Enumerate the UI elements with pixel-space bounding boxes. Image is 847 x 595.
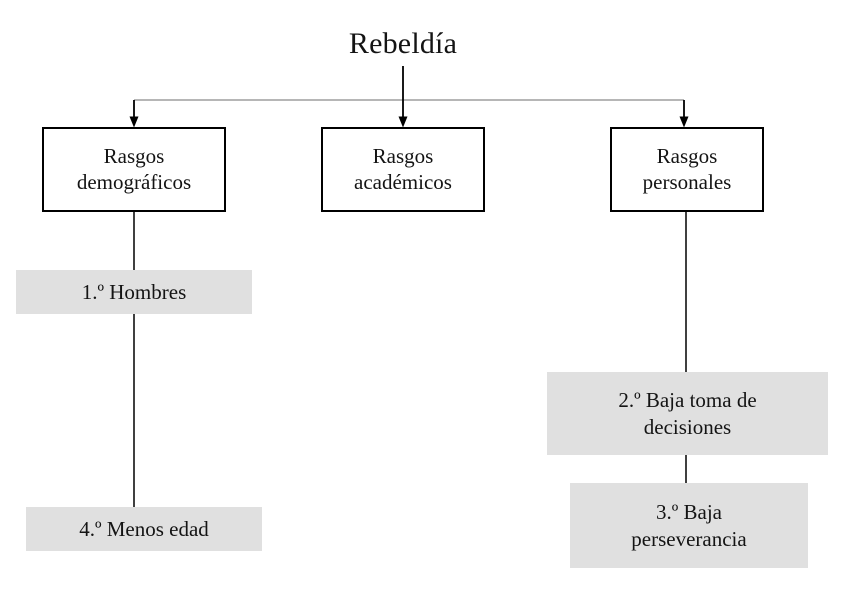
- category-box-demograficos[interactable]: Rasgos demográficos: [42, 127, 226, 212]
- root-node-label: Rebeldía: [348, 26, 458, 60]
- rank-node-menos-edad[interactable]: 4.º Menos edad: [26, 507, 262, 551]
- category-box-academicos[interactable]: Rasgos académicos: [321, 127, 485, 212]
- root-node-rebeldia: Rebeldía: [338, 22, 468, 64]
- category-box-personales[interactable]: Rasgos personales: [610, 127, 764, 212]
- rank-node-menos-edad-label: 4.º Menos edad: [79, 516, 209, 541]
- rank-node-hombres-label: 1.º Hombres: [81, 279, 187, 304]
- rank-node-hombres[interactable]: 1.º Hombres: [16, 270, 252, 314]
- category-box-personales-label: Rasgos personales: [642, 143, 732, 194]
- rank-node-baja-toma-decisiones[interactable]: 2.º Baja toma de decisiones: [547, 372, 828, 455]
- category-box-academicos-label: Rasgos académicos: [354, 143, 452, 194]
- rank-node-baja-perseverancia[interactable]: 3.º Baja perseverancia: [570, 483, 808, 568]
- rank-node-baja-perseverancia-label: 3.º Baja perseverancia: [631, 500, 747, 551]
- category-box-demograficos-label: Rasgos demográficos: [76, 143, 192, 194]
- rank-node-baja-toma-decisiones-label: 2.º Baja toma de decisiones: [618, 388, 757, 439]
